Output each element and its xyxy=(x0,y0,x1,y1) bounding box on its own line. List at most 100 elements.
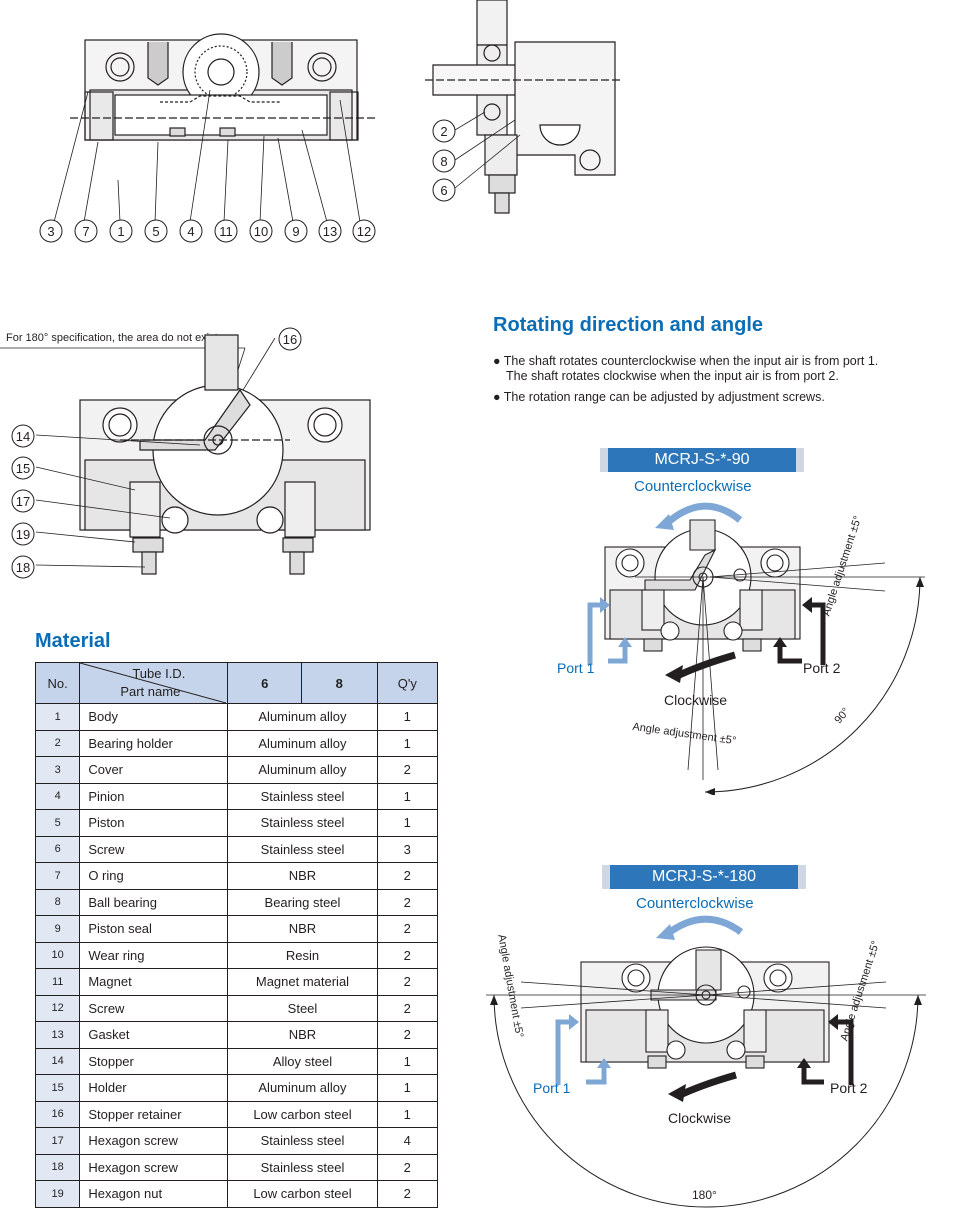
note-180-spec: For 180° specification, the area do not … xyxy=(6,332,221,344)
row-part-name: Cover xyxy=(79,756,229,784)
material-table-header: No. Tube I.D. Part name 6 8 Q'y xyxy=(34,662,439,704)
rotating-bullets: ● The shaft rotates counterclockwise whe… xyxy=(493,354,953,411)
row-number: 14 xyxy=(34,1047,81,1075)
row-material: Resin xyxy=(227,941,378,969)
port1-label-180: Port 1 xyxy=(533,1080,571,1096)
row-number: 6 xyxy=(34,835,81,863)
header-no: No. xyxy=(34,662,81,704)
bullet-1-line-2: The shaft rotates clockwise when the inp… xyxy=(506,369,839,383)
row-number: 5 xyxy=(34,809,81,837)
callout-15: 15 xyxy=(16,461,30,476)
port1-label-90: Port 1 xyxy=(557,660,595,676)
row-qty: 2 xyxy=(376,915,439,943)
row-part-name: Wear ring xyxy=(79,941,229,969)
row-material: Alloy steel xyxy=(227,1047,378,1075)
row-part-name: Holder xyxy=(79,1074,229,1102)
row-part-name: Stopper retainer xyxy=(79,1100,229,1128)
row-number: 2 xyxy=(34,729,81,757)
row-number: 10 xyxy=(34,941,81,969)
row-number: 16 xyxy=(34,1100,81,1128)
row-part-name: Piston xyxy=(79,809,229,837)
bullet-range: ● The rotation range can be adjusted by … xyxy=(493,390,825,404)
row-material: Bearing steel xyxy=(227,888,378,916)
callouts-top-left: 3 7 1 5 4 11 10 9 13 12 xyxy=(39,219,376,243)
row-part-name: Hexagon nut xyxy=(79,1180,229,1208)
row-part-name: Pinion xyxy=(79,782,229,810)
row-material: Stainless steel xyxy=(227,1127,378,1155)
row-material: Stainless steel xyxy=(227,809,378,837)
row-number: 9 xyxy=(34,915,81,943)
row-part-name: Screw xyxy=(79,835,229,863)
header-qty: Q'y xyxy=(376,662,439,704)
row-qty: 2 xyxy=(376,1153,439,1181)
actuator-diagram-90 xyxy=(587,502,925,795)
row-qty: 2 xyxy=(376,968,439,996)
callout-12: 12 xyxy=(357,224,371,239)
row-number: 18 xyxy=(34,1153,81,1181)
callout-11: 11 xyxy=(219,224,233,239)
section-drawing-side xyxy=(425,0,620,214)
row-qty: 2 xyxy=(376,994,439,1022)
row-qty: 2 xyxy=(376,1180,439,1208)
cw-label-90: Clockwise xyxy=(664,692,728,708)
port2-label-90: Port 2 xyxy=(803,660,841,676)
row-number: 4 xyxy=(34,782,81,810)
header-tube-id: Tube I.D. xyxy=(132,666,186,681)
row-qty: 1 xyxy=(376,1074,439,1102)
header-diagonal xyxy=(80,663,227,703)
row-qty: 2 xyxy=(376,1021,439,1049)
row-qty: 2 xyxy=(376,756,439,784)
callout-3: 3 xyxy=(47,224,54,239)
actuator-diagram-180 xyxy=(486,915,926,1208)
callout-7: 7 xyxy=(82,224,89,239)
callout-9: 9 xyxy=(292,224,299,239)
callout-5: 5 xyxy=(152,224,159,239)
callouts-mid-left: 14 15 17 19 18 xyxy=(11,424,35,579)
row-number: 3 xyxy=(34,756,81,784)
row-qty: 4 xyxy=(376,1127,439,1155)
stopper-drawing xyxy=(0,334,371,575)
header-tube-part: Tube I.D. Part name xyxy=(79,662,229,704)
row-part-name: Piston seal xyxy=(79,915,229,943)
row-material: Low carbon steel xyxy=(227,1180,378,1208)
row-qty: 1 xyxy=(376,703,439,731)
row-qty: 1 xyxy=(376,1047,439,1075)
row-material: NBR xyxy=(227,915,378,943)
callout-16: 16 xyxy=(283,332,297,347)
row-number: 8 xyxy=(34,888,81,916)
row-material: Low carbon steel xyxy=(227,1100,378,1128)
row-number: 1 xyxy=(34,703,81,731)
ccw-label-90: Counterclockwise xyxy=(634,478,752,495)
callout-19: 19 xyxy=(16,527,30,542)
row-material: NBR xyxy=(227,862,378,890)
row-number: 11 xyxy=(34,968,81,996)
row-material: Aluminum alloy xyxy=(227,756,378,784)
callout-10: 10 xyxy=(254,224,268,239)
callout-16-wrap: 16 xyxy=(278,327,302,351)
row-part-name: Screw xyxy=(79,994,229,1022)
row-part-name: Gasket xyxy=(79,1021,229,1049)
row-number: 13 xyxy=(34,1021,81,1049)
row-part-name: Stopper xyxy=(79,1047,229,1075)
callout-17: 17 xyxy=(16,494,30,509)
row-qty: 1 xyxy=(376,809,439,837)
ccw-label-180: Counterclockwise xyxy=(636,895,754,912)
row-number: 12 xyxy=(34,994,81,1022)
bullet-port-direction: ● The shaft rotates counterclockwise whe… xyxy=(493,354,953,384)
header-size-6: 6 xyxy=(227,662,302,704)
row-material: Aluminum alloy xyxy=(227,703,378,731)
model-badge-180: MCRJ-S-*-180 xyxy=(610,865,798,889)
